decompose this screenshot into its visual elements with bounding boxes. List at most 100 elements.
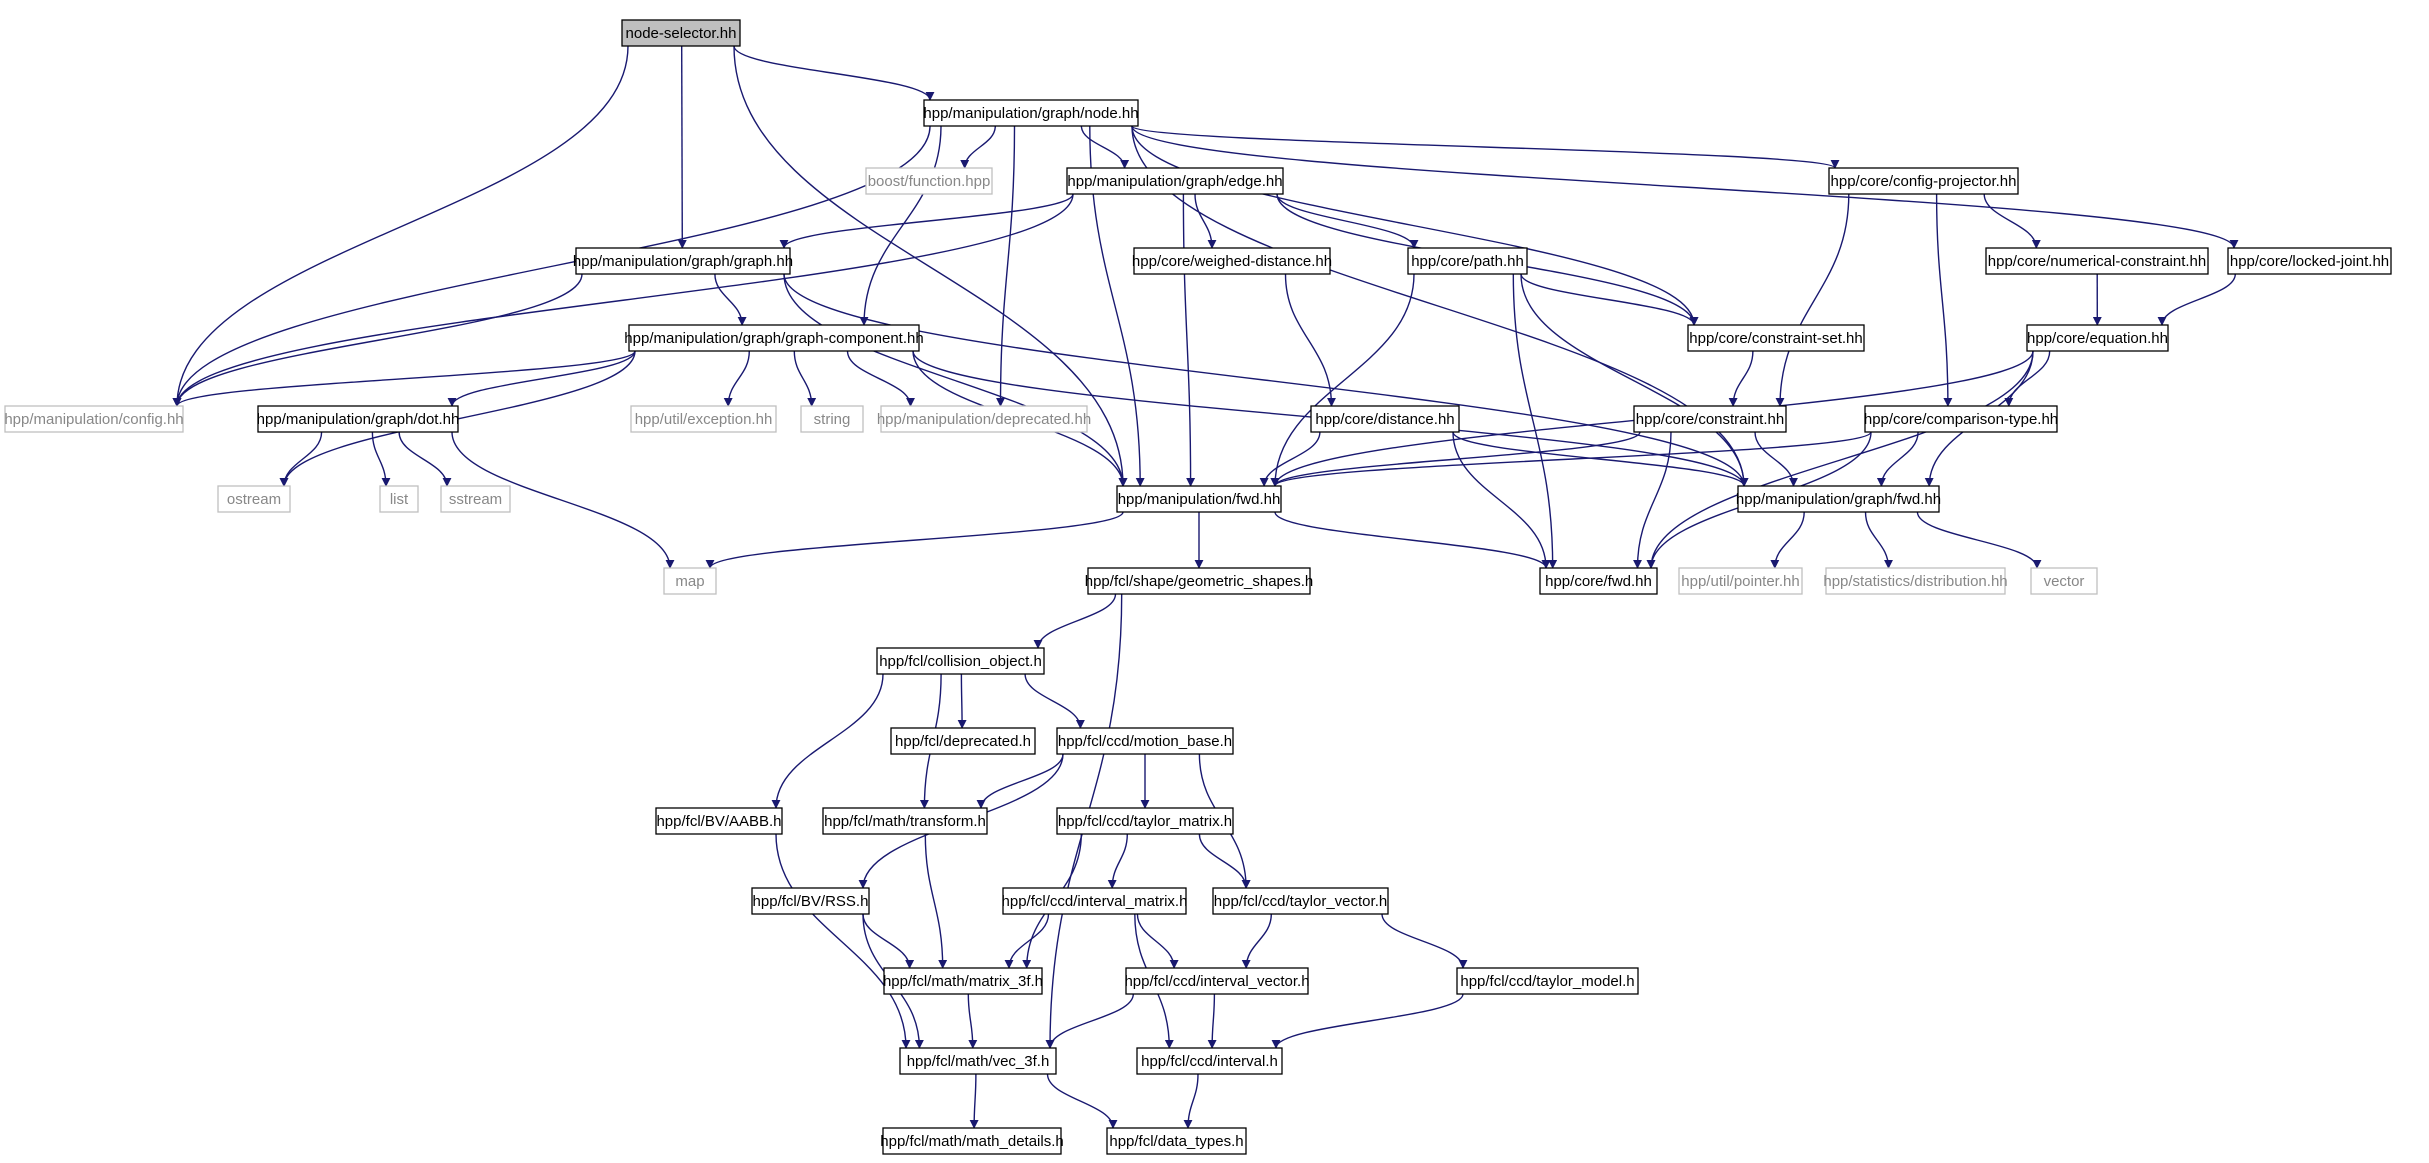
graph-node-box: [630, 405, 777, 433]
graph-node-box: [1678, 567, 1803, 595]
graph-node-box: [1633, 405, 1787, 433]
graph-node-box: [1828, 167, 2019, 195]
graph-node-label: hpp/fcl/ccd/taylor_vector.h: [1214, 893, 1387, 910]
graph-node-n26: map: [663, 567, 717, 595]
graph-node-box: [2030, 567, 2098, 595]
graph-node-n22: list: [379, 485, 419, 513]
graph-node-n32[interactable]: hpp/fcl/collision_object.h: [876, 647, 1045, 675]
dependency-edge-n25-to-n31: [1916, 511, 2042, 569]
dependency-edge-n40-to-n43: [1381, 913, 1468, 969]
graph-node-n38[interactable]: hpp/fcl/BV/RSS.h: [751, 887, 870, 915]
graph-node-n45[interactable]: hpp/fcl/ccd/interval.h: [1136, 1047, 1283, 1075]
graph-node-box: [1985, 247, 2209, 275]
dependency-edge-n3-to-n24: [1182, 193, 1196, 487]
graph-node-n11[interactable]: hpp/core/constraint-set.hh: [1687, 324, 1865, 352]
graph-node-box: [865, 167, 993, 195]
graph-node-n41[interactable]: hpp/fcl/math/matrix_3f.h: [883, 967, 1043, 995]
graph-node-n34[interactable]: hpp/fcl/ccd/motion_base.h: [1056, 727, 1234, 755]
graph-node-n25[interactable]: hpp/manipulation/graph/fwd.hh: [1736, 485, 1941, 513]
graph-node-n43[interactable]: hpp/fcl/ccd/taylor_model.h: [1456, 967, 1639, 995]
dependency-edge-n39-to-n42: [1136, 913, 1179, 969]
dependency-edge-n25-to-n30: [1864, 511, 1893, 569]
graph-node-label: hpp/core/numerical-constraint.hh: [1988, 253, 2206, 270]
dependency-edge-n25-to-n29: [1770, 511, 1805, 569]
graph-node-n39[interactable]: hpp/fcl/ccd/interval_matrix.h: [1002, 887, 1188, 915]
dependency-edge-n40-to-n42: [1241, 913, 1272, 969]
graph-node-n3[interactable]: hpp/manipulation/graph/edge.hh: [1066, 167, 1284, 195]
graph-node-n28[interactable]: hpp/core/fwd.hh: [1539, 567, 1658, 595]
dependency-edge-n32-to-n34: [1024, 673, 1085, 729]
graph-node-box: [822, 807, 988, 835]
dependency-edge-n10-to-n21: [279, 350, 636, 487]
dependency-edge-n24-to-n26: [705, 511, 1124, 569]
graph-node-n31: vector: [2030, 567, 2098, 595]
graph-node-box: [1456, 967, 1639, 995]
graph-node-label: hpp/core/equation.hh: [2027, 330, 2168, 347]
graph-node-n10[interactable]: hpp/manipulation/graph/graph-component.h…: [624, 324, 924, 352]
graph-node-n35[interactable]: hpp/fcl/BV/AABB.h: [655, 807, 783, 835]
graph-node-n7[interactable]: hpp/core/path.hh: [1407, 247, 1528, 275]
dependency-edge-n10-to-n15: [723, 350, 750, 407]
graph-node-n6[interactable]: hpp/core/weighed-distance.hh: [1132, 247, 1332, 275]
dependency-edge-n45-to-n47: [1183, 1073, 1199, 1129]
graph-node-label: hpp/fcl/ccd/interval_vector.h: [1124, 973, 1309, 990]
graph-node-label: hpp/fcl/collision_object.h: [879, 653, 1042, 670]
dependency-edge-n27-to-n32: [1033, 593, 1117, 649]
dependency-edge-n3-to-n13: [172, 193, 1074, 407]
dependency-edge-n44-to-n47: [1046, 1073, 1118, 1129]
graph-node-n8[interactable]: hpp/core/numerical-constraint.hh: [1985, 247, 2209, 275]
dependency-edge-n0-to-n5: [677, 45, 687, 249]
dependency-edge-n7-to-n28: [1512, 273, 1558, 569]
graph-node-box: [1310, 405, 1460, 433]
dependency-edge-n42-to-n44: [1045, 993, 1134, 1049]
graph-node-label: hpp/core/fwd.hh: [1545, 573, 1652, 590]
dependency-edge-n10-to-n17: [846, 350, 915, 407]
graph-node-n18[interactable]: hpp/core/distance.hh: [1310, 405, 1460, 433]
graph-node-label: hpp/core/weighed-distance.hh: [1132, 253, 1332, 270]
dependency-edge-n5-to-n10: [714, 273, 747, 326]
graph-node-box: [621, 19, 741, 47]
graph-node-n17: hpp/manipulation/deprecated.hh: [877, 405, 1091, 433]
dependency-edge-n20-to-n25: [1876, 431, 1919, 487]
graph-node-label: hpp/manipulation/fwd.hh: [1118, 491, 1281, 508]
graph-node-label: hpp/util/pointer.hh: [1681, 573, 1799, 590]
graph-node-label: map: [675, 573, 704, 590]
graph-node-n27[interactable]: hpp/fcl/shape/geometric_shapes.h: [1085, 567, 1313, 595]
graph-node-n19[interactable]: hpp/core/constraint.hh: [1633, 405, 1787, 433]
graph-node-n36[interactable]: hpp/fcl/math/transform.h: [822, 807, 988, 835]
graph-node-n14[interactable]: hpp/manipulation/graph/dot.hh: [257, 405, 460, 433]
graph-node-n44[interactable]: hpp/fcl/math/vec_3f.h: [899, 1047, 1057, 1075]
graph-node-n12[interactable]: hpp/core/equation.hh: [2026, 324, 2169, 352]
graph-node-n42[interactable]: hpp/fcl/ccd/interval_vector.h: [1124, 967, 1310, 995]
graph-node-label: sstream: [449, 491, 502, 508]
graph-node-box: [899, 1047, 1057, 1075]
graph-node-n40[interactable]: hpp/fcl/ccd/taylor_vector.h: [1212, 887, 1389, 915]
graph-node-n46[interactable]: hpp/fcl/math/math_details.h: [880, 1127, 1064, 1155]
graph-node-n47[interactable]: hpp/fcl/data_types.h: [1106, 1127, 1247, 1155]
graph-node-n24[interactable]: hpp/manipulation/fwd.hh: [1116, 485, 1282, 513]
graph-node-box: [1864, 405, 2058, 433]
graph-node-n9[interactable]: hpp/core/locked-joint.hh: [2227, 247, 2392, 275]
graph-node-label: hpp/fcl/ccd/interval.h: [1141, 1053, 1278, 1070]
graph-node-n37[interactable]: hpp/fcl/ccd/taylor_matrix.h: [1056, 807, 1234, 835]
graph-node-n15: hpp/util/exception.hh: [630, 405, 777, 433]
graph-node-n5[interactable]: hpp/manipulation/graph/graph.hh: [573, 247, 793, 275]
graph-node-n0[interactable]: node-selector.hh: [621, 19, 741, 47]
graph-node-n20[interactable]: hpp/core/comparison-type.hh: [1864, 405, 2058, 433]
graph-node-box: [4, 405, 184, 433]
dependency-edge-n37-to-n40: [1198, 833, 1251, 889]
graph-node-label: hpp/manipulation/graph/graph.hh: [573, 253, 793, 270]
dependency-edge-n5-to-n25: [783, 273, 1749, 487]
graph-node-label: boost/function.hpp: [868, 173, 991, 190]
graph-node-n33[interactable]: hpp/fcl/deprecated.h: [890, 727, 1036, 755]
graph-node-box: [1125, 967, 1309, 995]
graph-node-box: [1106, 1127, 1247, 1155]
dependency-edge-n1-to-n13: [172, 125, 931, 407]
graph-node-n4[interactable]: hpp/core/config-projector.hh: [1828, 167, 2019, 195]
graph-node-box: [1066, 167, 1284, 195]
graph-node-n1[interactable]: hpp/manipulation/graph/node.hh: [923, 99, 1139, 127]
dependency-edge-n1-to-n4: [1131, 125, 1840, 169]
graph-node-label: vector: [2044, 573, 2085, 590]
dependency-edge-n14-to-n23: [398, 431, 452, 487]
